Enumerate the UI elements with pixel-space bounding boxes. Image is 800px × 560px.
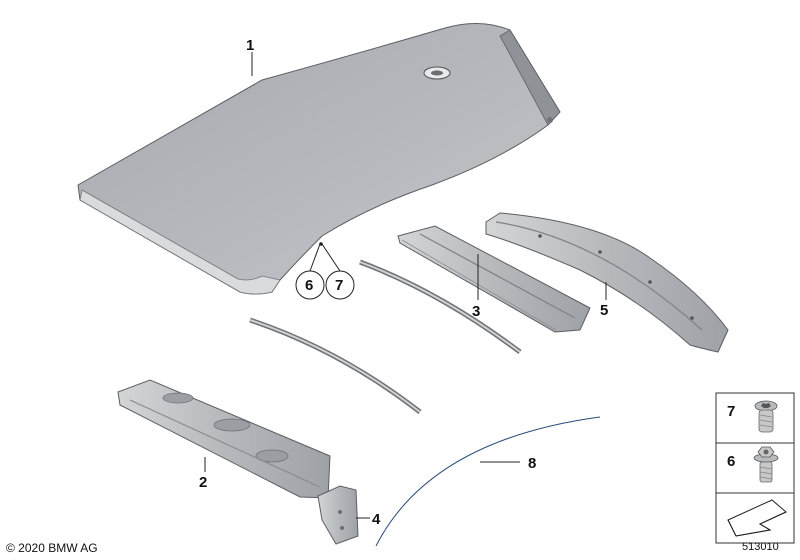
roof-panel[interactable] bbox=[77, 22, 561, 295]
diagram-id: 513010 bbox=[742, 541, 779, 553]
callout-1: 1 bbox=[246, 37, 254, 54]
callout-2: 2 bbox=[199, 474, 207, 491]
roof-seal-strip-right[interactable] bbox=[359, 259, 522, 355]
callout-3: 3 bbox=[472, 303, 480, 320]
seal-line[interactable] bbox=[375, 416, 601, 547]
legend-label-6: 6 bbox=[727, 453, 735, 470]
front-roof-frame[interactable] bbox=[117, 379, 331, 499]
roof-seal-strip-left[interactable] bbox=[249, 317, 422, 414]
direction-arrow-icon bbox=[727, 499, 787, 537]
leader-lines bbox=[204, 52, 607, 519]
callout-5: 5 bbox=[600, 302, 608, 319]
callout-6: 6 bbox=[305, 277, 313, 294]
callout-circle-6 bbox=[295, 270, 325, 300]
fastener-point-marker bbox=[319, 242, 323, 246]
rear-roof-frame[interactable] bbox=[397, 225, 591, 333]
roof-rear-mount-hole bbox=[547, 117, 553, 123]
callout-7: 7 bbox=[335, 277, 343, 294]
legend-label-7: 7 bbox=[727, 403, 735, 420]
callout-circle-7 bbox=[325, 270, 355, 300]
flange-screw-icon[interactable] bbox=[753, 446, 779, 483]
callout-8: 8 bbox=[528, 455, 536, 472]
rear-roof-bow[interactable] bbox=[485, 212, 729, 353]
torx-screw-icon[interactable] bbox=[754, 400, 778, 433]
callout-4: 4 bbox=[372, 511, 381, 528]
fastener-legend-panel: 7 6 bbox=[715, 392, 795, 544]
copyright-notice: © 2020 BMW AG bbox=[6, 541, 98, 555]
bracket[interactable] bbox=[317, 485, 359, 545]
